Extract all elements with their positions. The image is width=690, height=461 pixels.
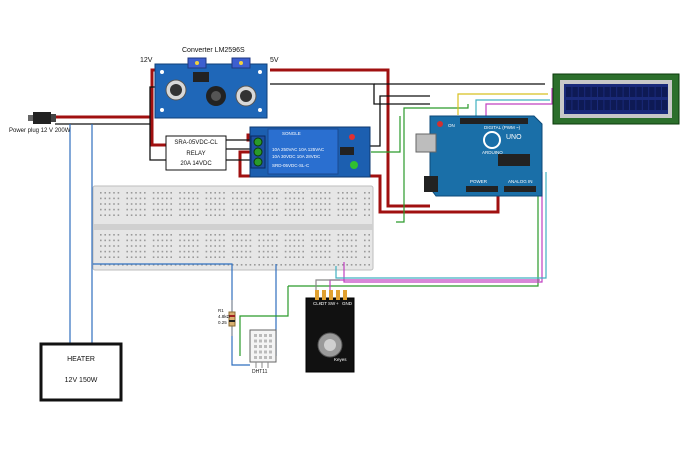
power-plug-label: Power plug 12 V 200W [9,128,71,134]
heater-label: HEATER [67,356,95,363]
dht11-sensor [249,329,277,368]
arduino-brand: ARDUINO [482,150,503,155]
relay-module-rating-1: 10A 250VAC 10A 125VAC [272,147,325,152]
converter-label: Converter LM2596S [182,47,245,54]
rotary-encoder [305,290,355,373]
encoder-pin-plus: + [336,301,339,306]
dht11-label: DHT11 [252,369,268,375]
power-plug [28,112,56,124]
encoder-pin-sw: SW [328,301,336,306]
12v-label: 12V [140,57,153,64]
relay-module-brand: SONGLE [282,131,301,136]
yellow-wires [457,93,548,115]
grey-wires [315,279,340,290]
sra-relay [165,135,227,171]
arduino-digital-label: DIGITAL (PWM ~) [484,125,521,130]
arduino-power-label: POWER [470,179,488,184]
encoder-pin-clk: CLK [313,301,322,306]
cyan-wires [335,99,550,279]
heater [39,342,123,402]
encoder-pin-gnd: GND [342,301,352,306]
arduino-on-label: ON [448,123,455,128]
encoder-pin-dt: DT [321,301,327,306]
ground-wires [55,83,545,166]
5v-label: 5V [270,57,279,64]
converter-lm2596s [154,57,268,119]
resistor-label-1: R1 [218,308,224,313]
heater-rating: 12V 150W [64,377,98,384]
relay-module-rating-2: 10A 30VDC 10A 28VDC [272,154,321,159]
lcd-display [552,73,680,125]
arduino-uno [415,115,543,197]
resistor-label-3: 0.25 [218,320,227,325]
relay-label-2: RELAY [186,151,206,157]
resistor-label-2: 4.8kΩ [218,314,230,319]
relay-label-1: SRA-05VDC-CL [174,140,218,146]
relay-module-model: SRD-05VDC-SL-C [272,163,310,168]
green-wires [239,104,539,356]
resistor [228,300,236,336]
relay-module [249,126,371,178]
arduino-model: UNO [506,134,522,141]
encoder-brand: Keyes [334,357,347,362]
breadboard [92,185,374,271]
arduino-analog-label: ANALOG IN [508,179,533,184]
relay-label-3: 20A 14VDC [180,161,212,167]
